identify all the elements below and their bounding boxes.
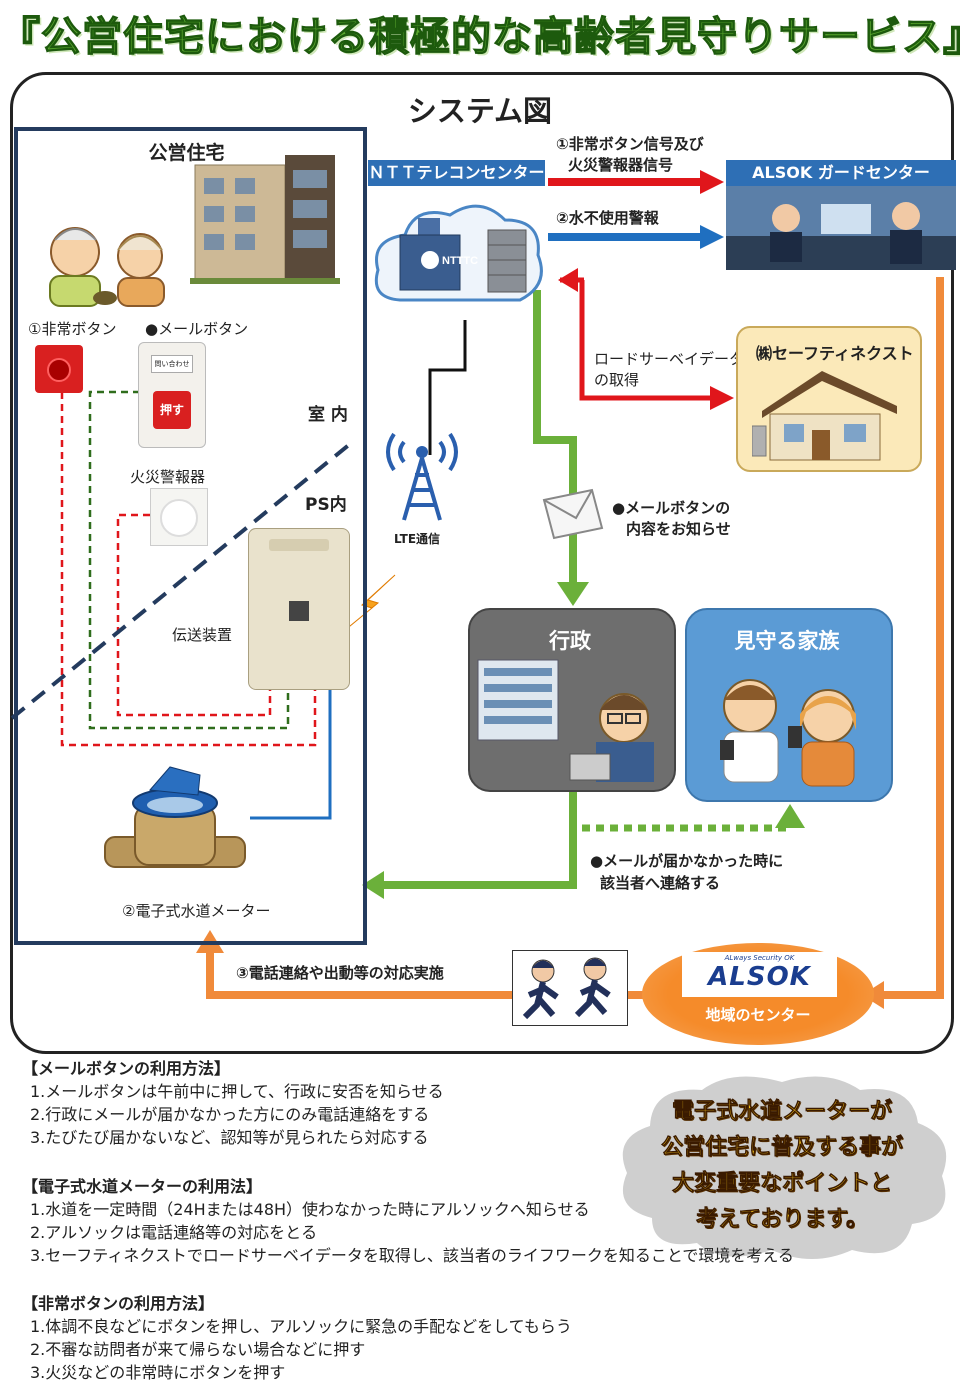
family-members-icon <box>720 679 856 787</box>
cloud-line-4: 考えております。 <box>695 1207 869 1233</box>
notes-item: 3.たびたび届かないなど、認知等が見られたら対応する <box>30 1128 429 1147</box>
road-survey-label-1: ロードサーベイデータ <box>594 350 745 368</box>
government-label: 行政 <box>549 629 591 653</box>
mail-button-label: ●メールボタン <box>145 320 249 338</box>
notes-item: 1.メールボタンは午前中に押して、行政に安否を知らせる <box>30 1082 444 1101</box>
water-alarm-label: ②水不使用警報 <box>556 209 659 227</box>
road-survey-label-2: の取得 <box>594 371 640 389</box>
notes-item: 3.火災などの非常時にボタンを押す <box>30 1363 286 1382</box>
ntt-center-header: ＮＴＴテレコンセンター <box>368 160 545 186</box>
emergency-button-usage: 【非常ボタンの利用方法】 1.体調不良などにボタンを押し、アルソックに緊急の手配… <box>22 1292 572 1384</box>
message-cloud-shape <box>622 1076 947 1259</box>
safety-next-label: ㈱セーフティネクスト <box>756 344 914 363</box>
alsok-guard-header: ALSOK ガードセンター <box>726 160 956 186</box>
running-guards-icon <box>522 957 611 1020</box>
cloud-line-1: 電子式水道メーターが <box>671 1099 893 1125</box>
mail-notice-label-2: 内容をお知らせ <box>626 520 731 538</box>
alsok-logo-text: ALSOK <box>708 962 811 992</box>
indoor-label: 室 内 <box>308 405 348 425</box>
mail-button-top: 問い合わせ <box>151 355 193 373</box>
ntt-logo-text: NTTTC <box>442 255 478 267</box>
fire-alarm-label: 火災警報器 <box>130 468 206 486</box>
ntt-cloud-building-icon: NTTTC <box>374 204 543 302</box>
lte-label: LTE通信 <box>394 532 441 546</box>
emergency-button[interactable] <box>35 345 83 393</box>
cloud-line-3: 大変重要なポイントと <box>671 1171 893 1197</box>
apartment-building-icon <box>190 155 340 284</box>
mail-button-device[interactable]: 問い合わせ 押す <box>138 342 206 448</box>
notes-item: 1.体調不良などにボタンを押し、アルソックに緊急の手配などをしてもらう <box>30 1317 572 1336</box>
water-meter-icon <box>104 766 246 868</box>
notes-item: 3.セーフティネクストでロードサーベイデータを取得し、該当者のライフワークを知る… <box>30 1246 794 1265</box>
public-housing-box <box>14 127 367 945</box>
undelivered-label-1: ●メールが届かなかった時に <box>590 852 784 870</box>
water-meter-label: ②電子式水道メーター <box>122 902 271 920</box>
mail-button-face: 押す <box>153 391 191 429</box>
lte-tower-icon <box>386 432 458 521</box>
house-icon <box>752 371 897 461</box>
alsok-logo: ALways Security OK ALSOK <box>682 952 837 997</box>
transmitter-label: 伝送装置 <box>172 626 233 644</box>
government-office-icon <box>477 659 654 782</box>
lte-line <box>428 320 467 455</box>
notes-item: 2.行政にメールが届かなかった方にのみ電話連絡をする <box>30 1105 430 1124</box>
mail-notice-label-1: ●メールボタンの <box>612 499 731 517</box>
alsok-tagline: ALways Security OK <box>724 954 795 962</box>
signal-label-2: 火災警報器信号 <box>568 156 674 174</box>
undelivered-label-2: 該当者へ連絡する <box>600 874 721 892</box>
ps-label: PS内 <box>305 495 347 515</box>
transmitter-device <box>248 528 350 690</box>
message-cloud: 電子式水道メーターが 公営住宅に普及する事が 大変重要なポイントと 考えておりま… <box>632 1094 932 1238</box>
fire-wire <box>116 513 272 717</box>
indoor-divider <box>10 438 357 720</box>
family-box <box>685 608 893 802</box>
housing-title: 公営住宅 <box>148 142 225 164</box>
elderly-couple-icon <box>49 227 165 307</box>
security-guards-image <box>512 950 628 1026</box>
response-label: ③電話連絡や出動等の対応実施 <box>236 964 444 982</box>
notes-heading: 【電子式水道メーターの利用法】 <box>22 1177 263 1196</box>
notes-item: 1.水道を一定時間（24Hまたは48H）使わなかった時にアルソックへ知らせる <box>30 1200 590 1219</box>
signal-label-1: ①非常ボタン信号及び <box>556 135 704 153</box>
mail-wire <box>88 390 290 730</box>
emergency-button-label: ①非常ボタン <box>28 320 117 338</box>
alsok-guard-photo <box>726 186 956 270</box>
notes-heading: 【メールボタンの利用方法】 <box>22 1059 231 1078</box>
notes-heading: 【非常ボタンの利用方法】 <box>22 1294 215 1313</box>
family-label: 見守る家族 <box>734 629 840 653</box>
page-title: 『公営住宅における積極的な高齢者見守りサービス』 <box>0 13 960 60</box>
local-center-label: 地域のセンター <box>705 1006 811 1024</box>
mail-button-usage: 【メールボタンの利用方法】 1.メールボタンは午前中に押して、行政に安否を知らせ… <box>22 1057 444 1149</box>
fire-alarm-device <box>150 488 208 546</box>
notes-item: 2.アルソックは電話連絡等の対応をとる <box>30 1223 318 1242</box>
meter-wire <box>250 690 332 820</box>
cloud-line-2: 公営住宅に普及する事が <box>660 1135 904 1161</box>
water-meter-usage: 【電子式水道メーターの利用法】 1.水道を一定時間（24Hまたは48H）使わなか… <box>22 1175 794 1267</box>
mail-envelope-icon <box>542 488 604 540</box>
system-diagram-title: システム図 <box>407 94 553 128</box>
notes-item: 2.不審な訪問者が来て帰らない場合などに押す <box>30 1340 366 1359</box>
system-frame <box>10 72 954 1054</box>
